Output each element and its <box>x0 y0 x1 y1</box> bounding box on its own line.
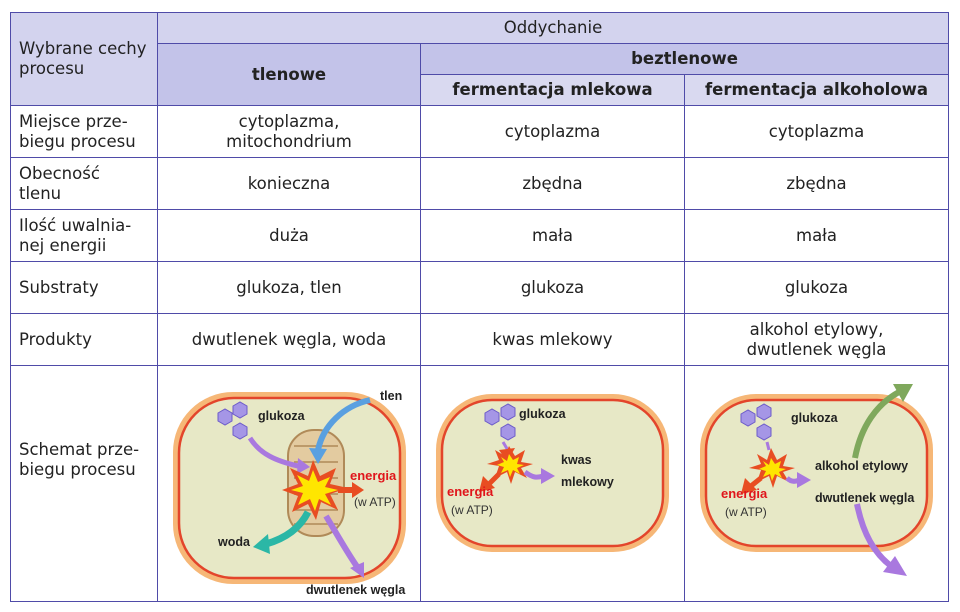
cell-aerobic: duża <box>157 209 421 262</box>
table-row: Ilość uwalnia- nej energii duża mała mał… <box>10 209 949 262</box>
oxygen-label: tlen <box>380 389 402 403</box>
scheme-alcoholic: glukoza alkohol etylowy dwutlenek węgla … <box>684 365 949 602</box>
energy-arrow-head <box>741 478 757 494</box>
energy-burst-inner <box>291 470 338 511</box>
glucose-arrow-head <box>297 458 310 474</box>
product-label-line1: kwas <box>561 453 592 467</box>
lactic-diagram: glukoza kwas mlekowy energia (w ATP) <box>436 394 669 552</box>
aerobic-diagram: glukoza tlen energia (w ATP) woda <box>173 389 406 597</box>
alcoholic-header: fermentacja alkoholowa <box>684 74 949 106</box>
energy-label: energia <box>721 486 768 501</box>
co2-arrow <box>323 514 361 570</box>
energy-burst-inner <box>759 458 786 481</box>
alcoholic-diagram: glukoza alkohol etylowy dwutlenek węgla … <box>700 384 933 576</box>
table-row: Produkty dwutlenek węgla, woda kwas mlek… <box>10 313 949 366</box>
energy-arrow-head <box>479 476 495 492</box>
water-arrow <box>264 510 312 548</box>
energy-label: energia <box>350 468 397 483</box>
atp-label: (w ATP) <box>451 503 493 517</box>
energy-arrow <box>487 472 501 486</box>
cell-aerobic: konieczna <box>157 157 421 210</box>
row-label: Miejsce prze- biegu procesu <box>10 105 158 158</box>
table-row: Miejsce prze- biegu procesu cytoplazma, … <box>10 105 949 158</box>
oxygen-arrow <box>315 397 371 451</box>
glucose-molecules <box>740 403 772 441</box>
glucose-arrow <box>765 441 771 451</box>
ethanol-arrow <box>852 389 901 459</box>
glucose-molecules <box>484 403 516 441</box>
co2-arrow-head <box>350 562 364 578</box>
energy-label: energia <box>447 484 494 499</box>
co2-label: dwutlenek węgla <box>815 491 915 505</box>
water-label: woda <box>217 535 251 549</box>
cell-lactic: mała <box>420 209 685 262</box>
row-label: Schemat prze- biegu procesu <box>10 365 158 602</box>
cell-lactic: zbędna <box>420 157 685 210</box>
energy-arrow <box>749 476 763 488</box>
atp-label: (w ATP) <box>725 505 767 519</box>
water-arrow-head <box>253 534 270 554</box>
lactic-header: fermentacja mlekowa <box>420 74 685 106</box>
scheme-aerobic: glukoza tlen energia (w ATP) woda <box>157 365 421 602</box>
ethanol-label: alkohol etylowy <box>815 459 908 473</box>
glucose-label: glukoza <box>791 411 839 425</box>
cell-membrane <box>440 398 665 548</box>
row-label: Ilość uwalnia- nej energii <box>10 209 158 262</box>
glucose-label: glukoza <box>519 407 567 421</box>
row-label: Produkty <box>10 313 158 366</box>
cell-alcoholic: zbędna <box>684 157 949 210</box>
cell-aerobic: glukoza, tlen <box>157 261 421 314</box>
cell-aerobic: dwutlenek węgla, woda <box>157 313 421 366</box>
co2-arrow-head <box>883 556 907 576</box>
product-label-line2: mlekowy <box>561 475 614 489</box>
cell-alcoholic: alkohol etylowy, dwutlenek węgla <box>684 313 949 366</box>
scheme-lactic: glukoza kwas mlekowy energia (w ATP) <box>420 365 685 602</box>
row-label: Substraty <box>10 261 158 314</box>
cell-aerobic: cytoplazma, mitochondrium <box>157 105 421 158</box>
product-arrow-head <box>541 468 555 484</box>
table-row: Substraty glukoza, tlen glukoza glukoza <box>10 261 949 314</box>
breathing-header: Oddychanie <box>157 12 949 44</box>
product-arrow-head <box>797 472 811 488</box>
aerobic-header: tlenowe <box>157 43 421 106</box>
cell-alcoholic: cytoplazma <box>684 105 949 158</box>
cell-alcoholic: mała <box>684 209 949 262</box>
cell-lactic: kwas mlekowy <box>420 313 685 366</box>
glucose-arrow <box>247 436 299 469</box>
glucose-label: glukoza <box>258 409 306 423</box>
co2-arrow <box>854 503 893 569</box>
atp-label: (w ATP) <box>354 495 396 509</box>
energy-arrow-head <box>352 482 364 498</box>
cell-lactic: cytoplazma <box>420 105 685 158</box>
comparison-table: Wybrane cechy procesu Oddychanie tlenowe… <box>10 12 949 602</box>
table-row: Obecność tlenu konieczna zbędna zbędna <box>10 157 949 210</box>
oxygen-arrow-head <box>309 448 327 464</box>
co2-label: dwutlenek węgla <box>306 583 406 597</box>
cell-alcoholic: glukoza <box>684 261 949 314</box>
row-label: Obecność tlenu <box>10 157 158 210</box>
energy-burst-inner <box>497 454 524 477</box>
anaerobic-header: beztlenowe <box>420 43 949 75</box>
glucose-molecules <box>217 401 248 440</box>
features-header: Wybrane cechy procesu <box>10 12 158 106</box>
ethanol-arrow-head <box>893 384 913 402</box>
cell-lactic: glukoza <box>420 261 685 314</box>
scheme-row: Schemat prze- biegu procesu glukoza <box>10 365 949 602</box>
